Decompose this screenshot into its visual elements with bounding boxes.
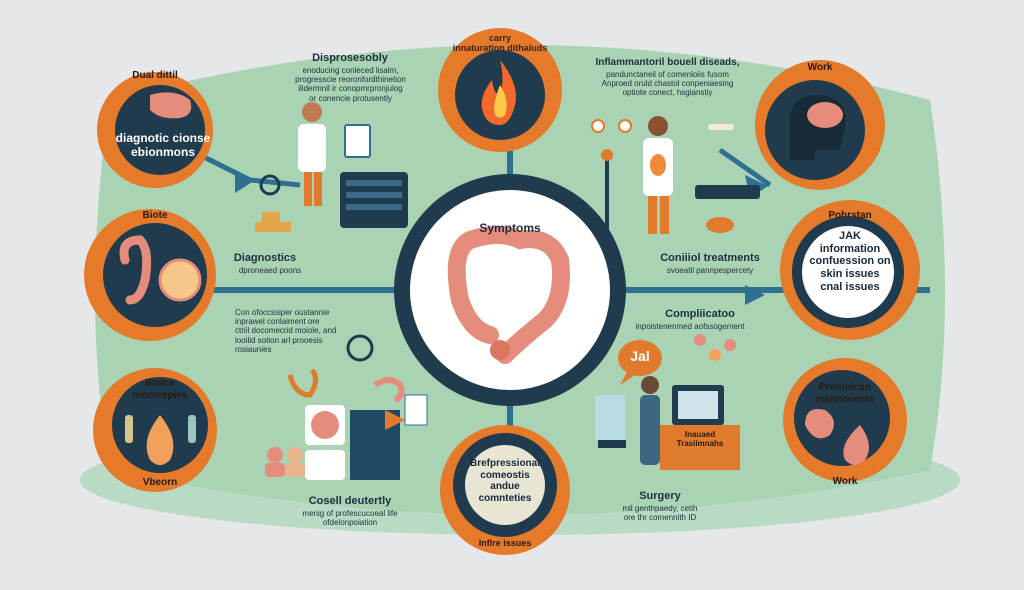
bottom-circle-label: Brefpressional comeostis andue comntetie… [469,458,541,504]
bottom-circle-caption: Inflre issues [478,538,532,548]
magnifier-icon [259,174,281,196]
speech-tail [620,370,638,385]
right-circle-1-badge: Work [807,62,833,73]
person-icon [287,447,303,463]
clipboard-icon [344,124,371,158]
colon-segment [451,291,499,344]
iv-bag-icon [601,149,613,161]
cell-icon [158,258,202,302]
section-lower-right-title: Compliicatoo [665,308,735,320]
right-circle-3-footer: Work [832,476,858,487]
person-icon [267,447,283,463]
colon-icon [373,377,405,403]
person-icon [188,415,196,443]
arrow-icon [745,285,765,305]
monitor-line [346,180,402,186]
organ-icon [150,92,192,119]
section-bottom-left-title: Cosell deutertly [308,495,392,507]
connector-top-left [188,147,301,188]
person-head [641,376,659,394]
section-mid-right-text: svoeatil pannpespercety [666,266,754,275]
stomach-icon [650,154,666,176]
pill-icon [618,119,632,133]
doctor-head [302,102,322,122]
center-label: Symptoms [479,221,541,235]
section-top-right-text: pandunctaneil of comenloiis fusom Anproe… [601,70,734,98]
top-circle-label: carry innaturation dithaiuds [452,33,548,54]
doctor-leg [648,196,657,234]
section-mid-left-text: dproneaed poons [238,266,302,275]
right-circle-3-badge: Prmunican manitonents [815,382,875,405]
monitor-screen [678,391,718,419]
block-icon [262,212,280,222]
organ-icon [287,368,318,398]
iv-stand [605,150,609,235]
chair-icon [598,440,626,448]
desk-sign-label: Inauaed Trasiimnahs [676,430,724,449]
doctor-leg [314,172,322,206]
flame-icon [481,60,516,125]
person-body [640,395,660,465]
card-icon [305,450,345,480]
connector-top-right [718,147,772,188]
monitor-line [346,192,402,198]
rectum-shape [490,340,510,360]
block-icon [255,222,273,232]
section-top-left-text: enoducing conleced lisalm, progresscie r… [295,66,406,103]
cell-icon [311,411,339,439]
section-lower-right-text: inpoistenenmed aofssogement [635,322,745,331]
person-body [285,463,305,477]
doctor-coat [298,124,326,172]
colon-icon [447,226,570,364]
person-icon [125,415,133,443]
section-top-left-title: Disprosesobly [312,52,388,64]
document-icon [404,394,428,426]
desk-icon [660,425,740,470]
section-mid-left-title: Diagnostics [233,252,297,264]
bone-icon [708,124,734,130]
organ-icon [805,409,834,439]
section-mid-right-title: Coniiiol treatments [660,252,760,264]
section-top-right-title: Inflammantoril bouell diseads, [595,57,740,68]
pill-icon [709,349,721,361]
arrow-icon [385,410,405,430]
flame-core [494,85,507,118]
left-circle-1-badge: Dual dittil [132,70,178,81]
doctor-head [648,116,668,136]
right-circle-2-badge: Pohrstan [828,210,872,221]
doctor-leg [304,172,312,206]
section-bottom-left-text: menig of profescucoeal life ofdelonpoiat… [302,509,398,528]
section-bottom-right-text: mil genthpaedy, cetih ore thr comennith … [622,504,698,523]
section-bottom-right-title: Surgery [639,490,681,502]
magnifier-icon [346,334,374,362]
brain-icon [807,102,843,128]
pill-icon [724,339,736,351]
left-circle-1-label: diagnotic cionse ebionmons [115,131,211,159]
left-circle-3-footer: Vbeorn [142,477,178,488]
arrow-icon [235,170,252,193]
pill-icon [694,334,706,346]
screen-icon [595,395,625,440]
right-circle-2-inner [802,226,894,318]
speech-bubble [618,340,662,376]
tray-icon [695,185,760,199]
drop-icon [146,415,174,465]
bottom-circle-inner [465,445,545,525]
left-circle-3-badge: Blolce monisepies [132,378,188,401]
intestine-icon [119,235,152,305]
jal-bubble-label: Jal [630,348,650,364]
person-body [265,463,285,477]
section-lower-left-text: Con ofoccssiper oustannie inprawel conla… [235,308,337,354]
right-circle-2-label: JAK information confuession on skin issu… [809,230,891,293]
doctor-leg [660,196,669,234]
block-icon [273,222,291,232]
monitor-line [346,204,402,210]
left-circle-2-badge: Biote [142,210,168,221]
pill-icon [591,119,605,133]
drop-icon [843,425,869,465]
organ-icon [706,217,734,233]
